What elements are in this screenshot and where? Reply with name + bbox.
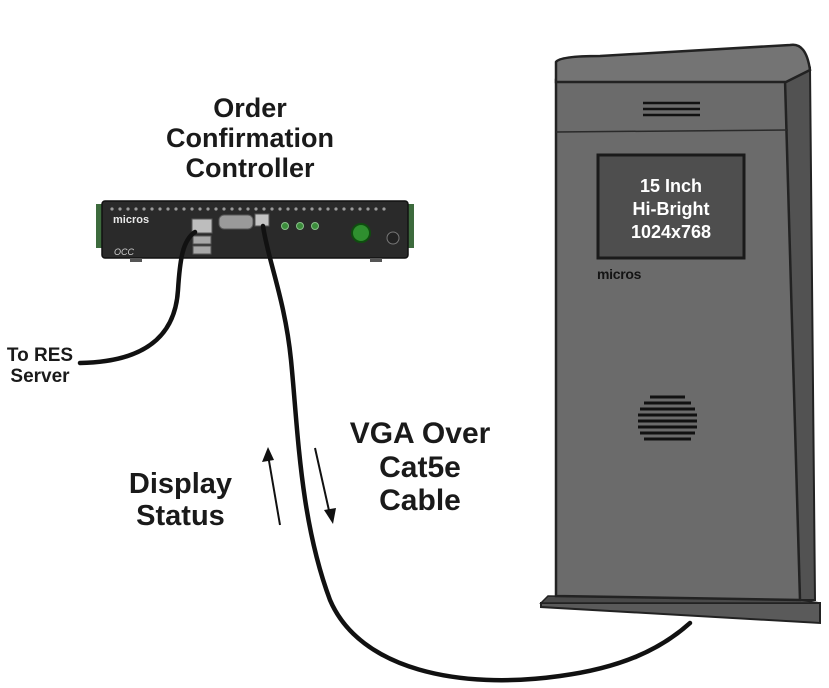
vga-cable-label: VGA Over Cat5e Cable (349, 417, 491, 518)
kiosk-screen (596, 153, 746, 260)
occ-controller (96, 200, 414, 262)
usb-port (192, 245, 212, 255)
usb-port (192, 235, 212, 245)
ethernet-port (191, 218, 213, 234)
down-arrow-icon (314, 447, 336, 524)
vga-port (218, 214, 254, 230)
res-server-label: To RES Server (6, 345, 74, 388)
side-knob (386, 231, 400, 245)
status-leds (281, 222, 319, 230)
network-cable (77, 229, 198, 366)
kiosk-brand: micros (597, 266, 642, 282)
vga-cat5e-cable (260, 223, 693, 683)
screen-spec-text: 15 Inch Hi-Bright 1024x768 (630, 176, 712, 243)
power-button (351, 223, 371, 243)
top-speaker-vent (643, 101, 700, 117)
display-kiosk (539, 43, 821, 625)
speaker-grille (638, 395, 697, 441)
vent-dots (110, 207, 386, 211)
up-arrow-icon (262, 447, 281, 526)
controller-model: OCC (114, 247, 134, 257)
controller-title: Order Confirmation Controller (166, 93, 334, 184)
controller-brand: micros (113, 214, 150, 226)
display-status-label: Display Status (128, 468, 233, 533)
